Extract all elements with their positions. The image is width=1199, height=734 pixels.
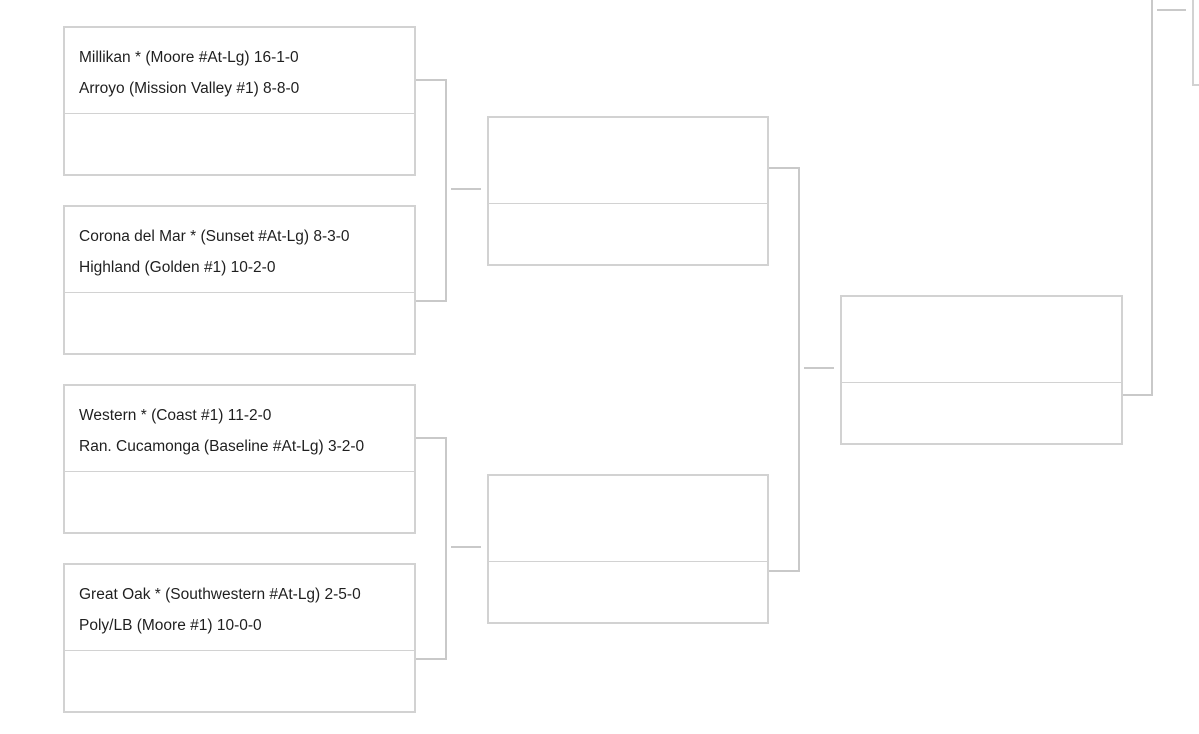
bracket-connector [1123, 394, 1153, 396]
bracket-connector [769, 570, 800, 572]
matchup-divider [65, 471, 414, 472]
team-name: Western * (Coast #1) 11-2-0 [79, 407, 272, 424]
bracket-connector [416, 300, 447, 302]
bracket-connector [804, 367, 834, 369]
matchup-divider [489, 203, 767, 204]
bracket-connector [445, 437, 447, 660]
matchup-divider [489, 561, 767, 562]
matchup-box-r1-2[interactable]: Corona del Mar * (Sunset #At-Lg) 8-3-0 H… [63, 205, 416, 355]
matchup-divider [842, 382, 1121, 383]
team-name: Highland (Golden #1) 10-2-0 [79, 259, 276, 276]
matchup-box-r1-4[interactable]: Great Oak * (Southwestern #At-Lg) 2-5-0 … [63, 563, 416, 713]
team-name: Arroyo (Mission Valley #1) 8-8-0 [79, 80, 300, 97]
bracket-connector [1157, 9, 1186, 11]
team-name: Poly/LB (Moore #1) 10-0-0 [79, 617, 262, 634]
bracket-connector [445, 79, 447, 302]
matchup-box-r1-1[interactable]: Millikan * (Moore #At-Lg) 16-1-0 Arroyo … [63, 26, 416, 176]
bracket-connector [451, 188, 481, 190]
bracket-connector [451, 546, 481, 548]
matchup-divider [65, 292, 414, 293]
team-name: Ran. Cucamonga (Baseline #At-Lg) 3-2-0 [79, 438, 365, 455]
team-name: Millikan * (Moore #At-Lg) 16-1-0 [79, 49, 299, 66]
matchup-box-r2-1[interactable] [487, 116, 769, 266]
matchup-divider [65, 650, 414, 651]
bracket-connector [416, 437, 447, 439]
bracket-connector [416, 658, 447, 660]
matchup-divider [65, 113, 414, 114]
matchup-box-r2-2[interactable] [487, 474, 769, 624]
matchup-box-r4-partial[interactable] [1192, 0, 1199, 86]
matchup-box-r1-3[interactable]: Western * (Coast #1) 11-2-0 Ran. Cucamon… [63, 384, 416, 534]
matchup-box-r3-1[interactable] [840, 295, 1123, 445]
team-name: Corona del Mar * (Sunset #At-Lg) 8-3-0 [79, 228, 350, 245]
bracket-connector [1151, 0, 1153, 396]
bracket-connector [798, 167, 800, 572]
bracket-connector [769, 167, 800, 169]
bracket-connector [416, 79, 447, 81]
team-name: Great Oak * (Southwestern #At-Lg) 2-5-0 [79, 586, 361, 603]
